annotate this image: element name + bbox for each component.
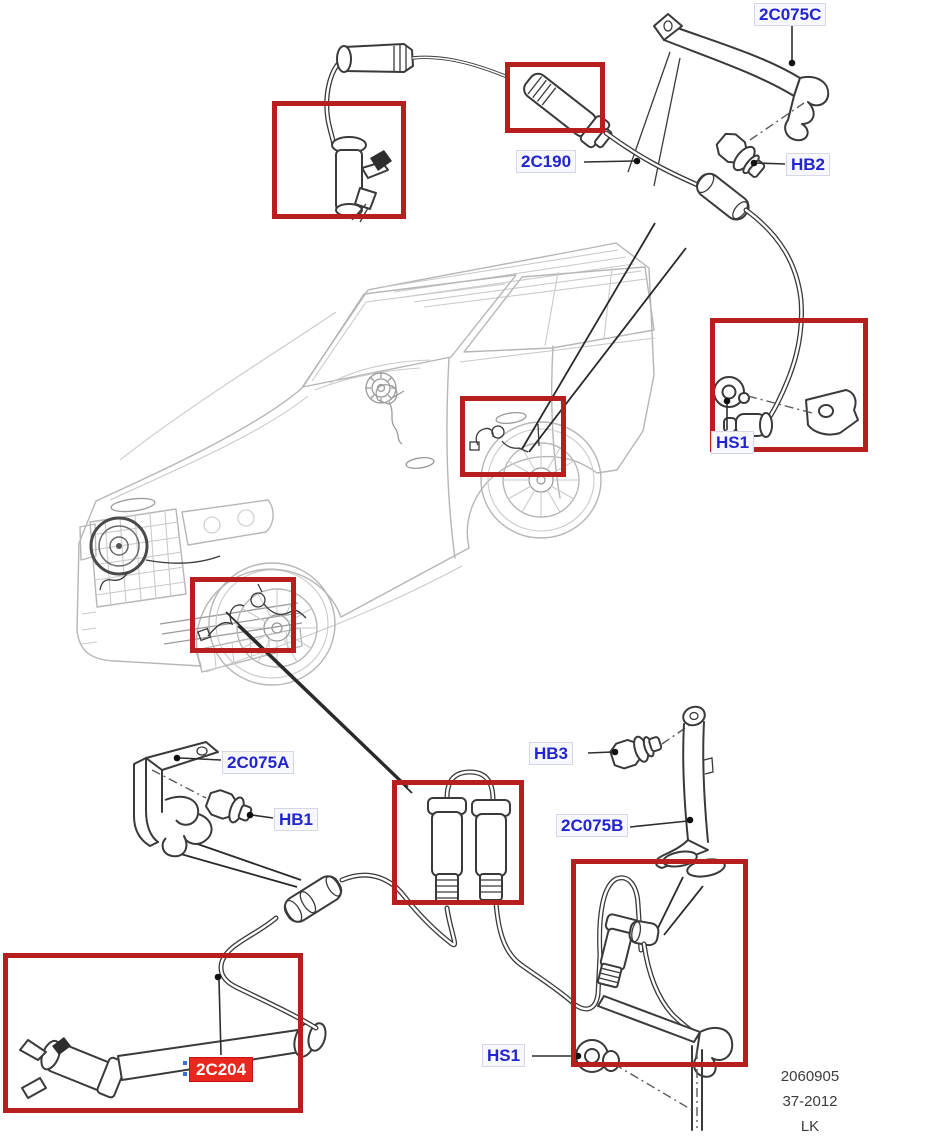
part-label-hb2[interactable]: HB2: [786, 153, 831, 176]
part-label-hs1-front[interactable]: HS1: [482, 1044, 526, 1067]
selection-marks: [183, 1061, 187, 1065]
bracket-2c075b: [655, 705, 726, 878]
highlight-box-front-sensor-loop: [571, 859, 748, 1067]
part-label-2c204-selected[interactable]: 2C204: [189, 1057, 254, 1082]
market-code: LK: [800, 1118, 820, 1135]
front-hub-sensor-ring: [89, 516, 221, 591]
front-wheel-sensor-location: [197, 583, 307, 642]
front-cable-grommet: [283, 875, 343, 923]
sensor-fork-clip: [19, 1037, 71, 1099]
drawing-number: 2060905: [780, 1068, 840, 1085]
front-wheel: [208, 562, 336, 686]
issue-code: 37-2012: [782, 1093, 838, 1110]
part-label-2c075a[interactable]: 2C075A: [222, 751, 295, 774]
vehicle-illustration: [76, 242, 656, 686]
part-label-2c190[interactable]: 2C190: [516, 150, 577, 173]
highlight-box-rear-wheel-location: [460, 396, 566, 477]
part-label-hb3[interactable]: HB3: [529, 742, 574, 765]
bolt-hb1: [204, 789, 253, 824]
label-leaders: [173, 22, 796, 1060]
bolt-hb2: [715, 132, 766, 178]
highlight-box-front-wheel-location: [190, 577, 296, 653]
part-label-2c075c[interactable]: 2C075C: [754, 3, 827, 26]
highlight-box-front-sensor-assembly: [3, 953, 303, 1113]
part-label-hb1[interactable]: HB1: [274, 808, 319, 831]
highlight-box-rear-cable-connector: [505, 62, 605, 133]
highlight-box-rear-sensor-mount: [710, 318, 868, 452]
highlight-box-front-harness-connectors: [392, 780, 524, 905]
part-label-2c075b[interactable]: 2C075B: [556, 814, 629, 837]
rear-wheel-sensor-location: [469, 423, 540, 453]
bracket-2c075c: [653, 13, 830, 142]
front-harness-connectors: [427, 772, 511, 903]
cable-grommet: [695, 172, 750, 221]
front-sensor-assembly-2c204: [19, 772, 734, 1131]
roof-antenna-detail: [365, 372, 403, 445]
part-label-hs1-rear[interactable]: HS1: [711, 431, 755, 454]
highlight-box-rear-sensor-head: [272, 101, 406, 219]
drawing-reference-block: 2060905 37-2012 LK: [752, 1064, 868, 1139]
bolt-hb3: [609, 735, 663, 770]
bracket-2c075a: [133, 741, 219, 858]
